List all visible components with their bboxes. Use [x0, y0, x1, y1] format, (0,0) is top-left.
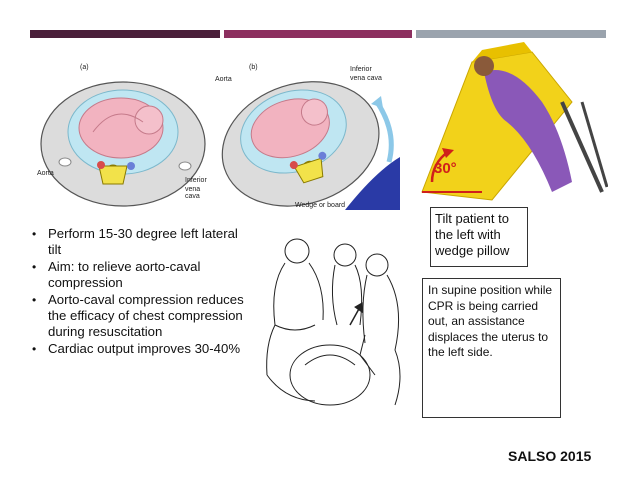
- aorta-label-a: Aorta: [37, 170, 54, 177]
- bullet-item: Aorto-caval compression reduces the effi…: [32, 292, 253, 341]
- cross-section-supine-illustration: [40, 81, 206, 207]
- tilt-wedge-photo: 30°: [412, 42, 609, 202]
- wedge-label: Wedge or board: [295, 202, 346, 209]
- bullet-item: Perform 15-30 degree left lateral tilt: [32, 226, 253, 259]
- bullet-item: Aim: to relieve aorto-caval compression: [32, 259, 253, 292]
- header-bar-left: [30, 30, 220, 38]
- vena-cava-label-a-line1: Inferior: [185, 177, 207, 184]
- header-bar-middle: [224, 30, 412, 38]
- bullet-list: Perform 15-30 degree left lateral tilt A…: [30, 226, 253, 358]
- aorta-label-b: Aorta: [215, 76, 232, 83]
- bullet-item: Cardiac output improves 30-40%: [32, 341, 253, 358]
- credit-label: SALSO 2015: [508, 448, 592, 464]
- tilted-patient-illustration: [421, 42, 609, 201]
- tilt-angle-label: 30°: [434, 160, 457, 177]
- cross-section-supine-figure: (a) Aorta Inferior vena cava: [35, 62, 210, 212]
- header-bar-right: [416, 30, 606, 38]
- cpr-instruction-box: In supine position while CPR is being ca…: [422, 278, 561, 418]
- cross-section-wedge-figure: (b) Aorta Inferior vena cava Wedge or bo…: [205, 62, 410, 212]
- cross-section-wedge-illustration: [221, 81, 400, 210]
- panel-label-b: (b): [249, 64, 258, 71]
- vena-cava-label-a-line2: vena cava: [185, 186, 201, 200]
- vena-cava-label-b-line2: vena cava: [350, 75, 382, 82]
- tilt-instruction-box: Tilt patient to the left with wedge pill…: [430, 207, 528, 267]
- manual-uterine-displacement-drawing: [245, 225, 425, 415]
- panel-label-a: (a): [80, 64, 89, 71]
- vena-cava-label-b-line1: Inferior: [350, 66, 372, 73]
- cpr-line-drawing: [266, 238, 401, 406]
